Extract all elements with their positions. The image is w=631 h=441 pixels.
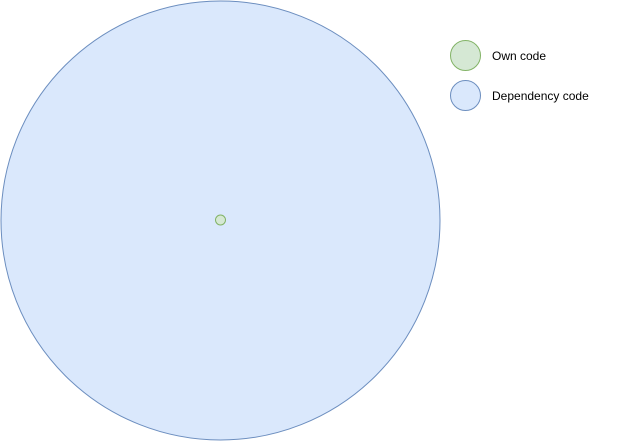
legend: Own code Dependency code: [450, 40, 589, 111]
legend-item-own-code: Own code: [450, 40, 546, 71]
legend-label-own-code: Own code: [492, 49, 546, 63]
dependency-code-swatch: [450, 80, 481, 111]
legend-label-dependency-code: Dependency code: [492, 89, 589, 103]
own-code-circle: [215, 214, 226, 226]
legend-item-dependency-code: Dependency code: [450, 80, 589, 111]
own-code-swatch: [450, 40, 481, 71]
